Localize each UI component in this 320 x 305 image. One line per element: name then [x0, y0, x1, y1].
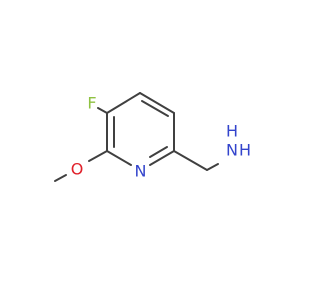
- bond-n1-c2: [106, 150, 132, 166]
- bond-c6-n1: [149, 150, 175, 166]
- fluorine-label: F: [87, 94, 96, 113]
- bond-c4-c5-inner: [141, 100, 169, 117]
- amine-h-label-2: H: [239, 141, 251, 160]
- structure-canvas: F N O N H H: [54, 92, 251, 182]
- bond-c4-c5: [139, 92, 175, 114]
- amine-h-label: H: [226, 122, 238, 141]
- amine-n-label: N: [226, 141, 238, 160]
- bond-lines: [54, 92, 219, 182]
- ether-oxygen-label: O: [71, 160, 84, 179]
- bond-c3-c4: [106, 92, 141, 114]
- bond-o-ch3: [54, 174, 67, 182]
- bond-ch2-n: [206, 163, 219, 171]
- bond-c6-n1-inner: [149, 146, 168, 158]
- bond-c2-o: [88, 150, 108, 162]
- bond-c6-ch2: [173, 150, 208, 171]
- ring-nitrogen-label: N: [135, 162, 147, 181]
- molecule-structure: F N O N H H: [54, 92, 251, 182]
- bond-c3-f: [97, 107, 108, 114]
